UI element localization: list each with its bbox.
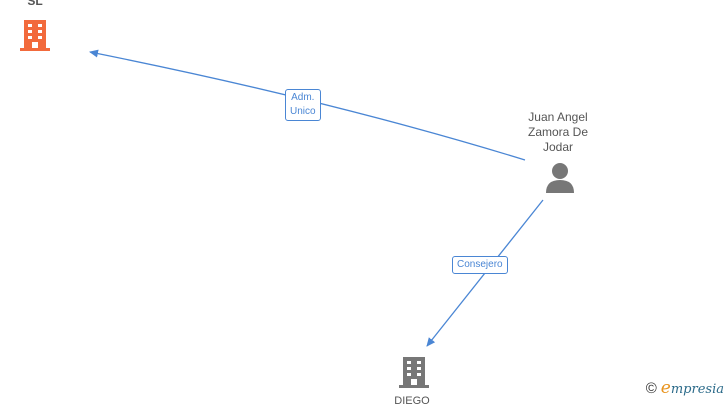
person-icon[interactable] bbox=[545, 162, 575, 194]
person-label-line-3: Jodar bbox=[542, 140, 574, 154]
empresia-logo: © empresia bbox=[646, 378, 724, 398]
edge-label-adm-line-1: Adm. bbox=[291, 92, 315, 103]
edge-label-consejero[interactable]: Consejero bbox=[452, 256, 508, 274]
person-label[interactable]: Juan Angel Zamora De Jodar bbox=[508, 110, 608, 155]
company-top-label[interactable]: SL bbox=[27, 0, 43, 8]
brand-e: e bbox=[660, 378, 671, 398]
brand-name: mpresia bbox=[670, 382, 724, 397]
company-bottom-label[interactable]: DIEGO bbox=[394, 395, 430, 407]
relationship-graph bbox=[89, 49, 544, 347]
building-icon[interactable] bbox=[20, 18, 50, 52]
person-label-line-1: Juan Angel bbox=[528, 110, 588, 124]
copyright-icon: © bbox=[645, 379, 657, 397]
edge-label-adm-unico[interactable]: Adm. Unico bbox=[285, 89, 321, 121]
person-label-line-2: Zamora De bbox=[527, 125, 589, 139]
building-icon[interactable] bbox=[399, 355, 429, 389]
edge-label-adm-line-2: Unico bbox=[290, 106, 316, 117]
edge-label-consejero-line-1: Consejero bbox=[457, 259, 503, 270]
